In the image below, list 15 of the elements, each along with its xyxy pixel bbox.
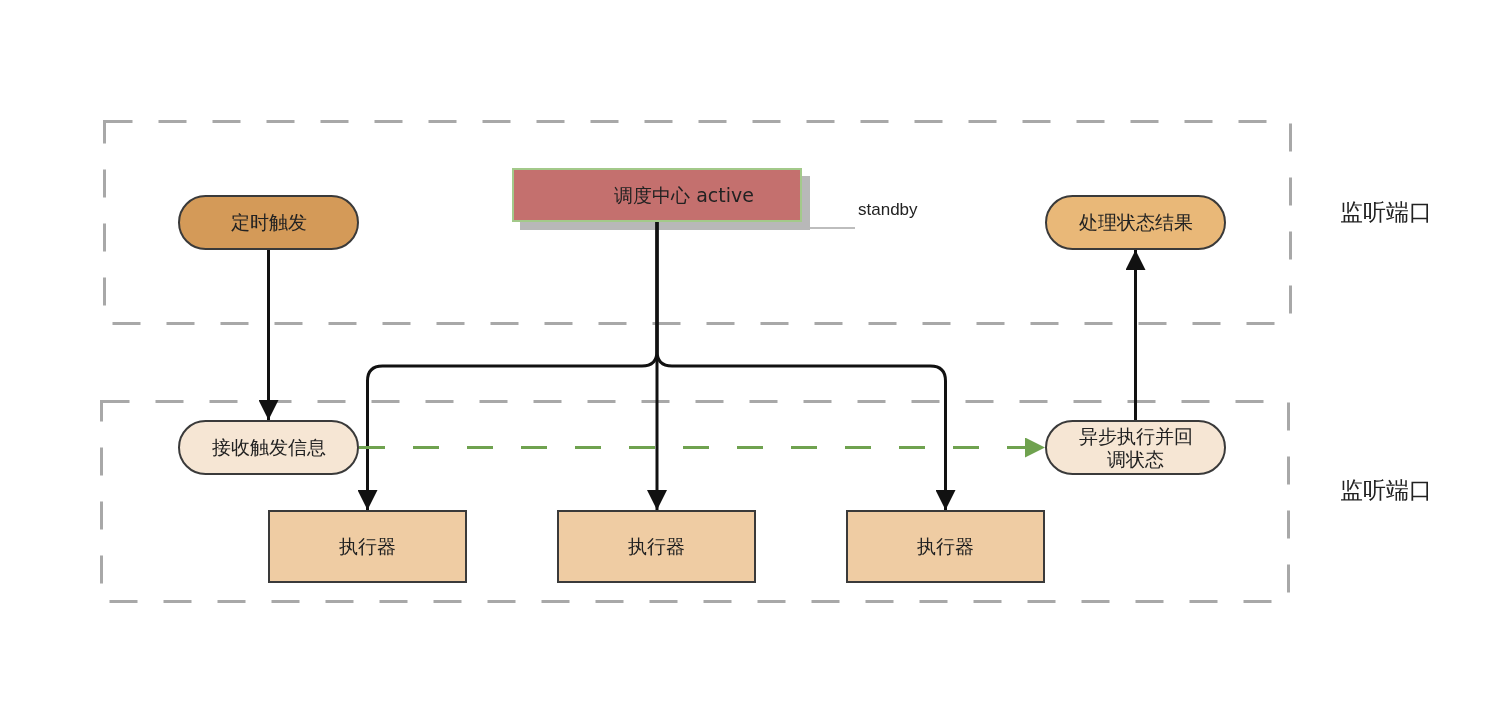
rounded-box: 定时触发: [178, 195, 359, 250]
region-label: 监听端口: [1340, 198, 1432, 226]
box-label: standby: [858, 199, 918, 221]
process-box: 调度中心 active: [512, 168, 802, 222]
process-box: 执行器: [268, 510, 467, 583]
region-label: 监听端口: [1340, 476, 1432, 504]
rounded-box: 异步执行并回调状态: [1045, 420, 1226, 475]
arrow: [1125, 250, 1146, 420]
arrow: [655, 222, 956, 510]
rounded-box: 处理状态结果: [1045, 195, 1226, 250]
arrow: [359, 437, 1045, 458]
rounded-box: 接收触发信息: [178, 420, 359, 475]
process-box: 执行器: [557, 510, 756, 583]
process-box: 执行器: [846, 510, 1045, 583]
arrow: [258, 250, 279, 420]
